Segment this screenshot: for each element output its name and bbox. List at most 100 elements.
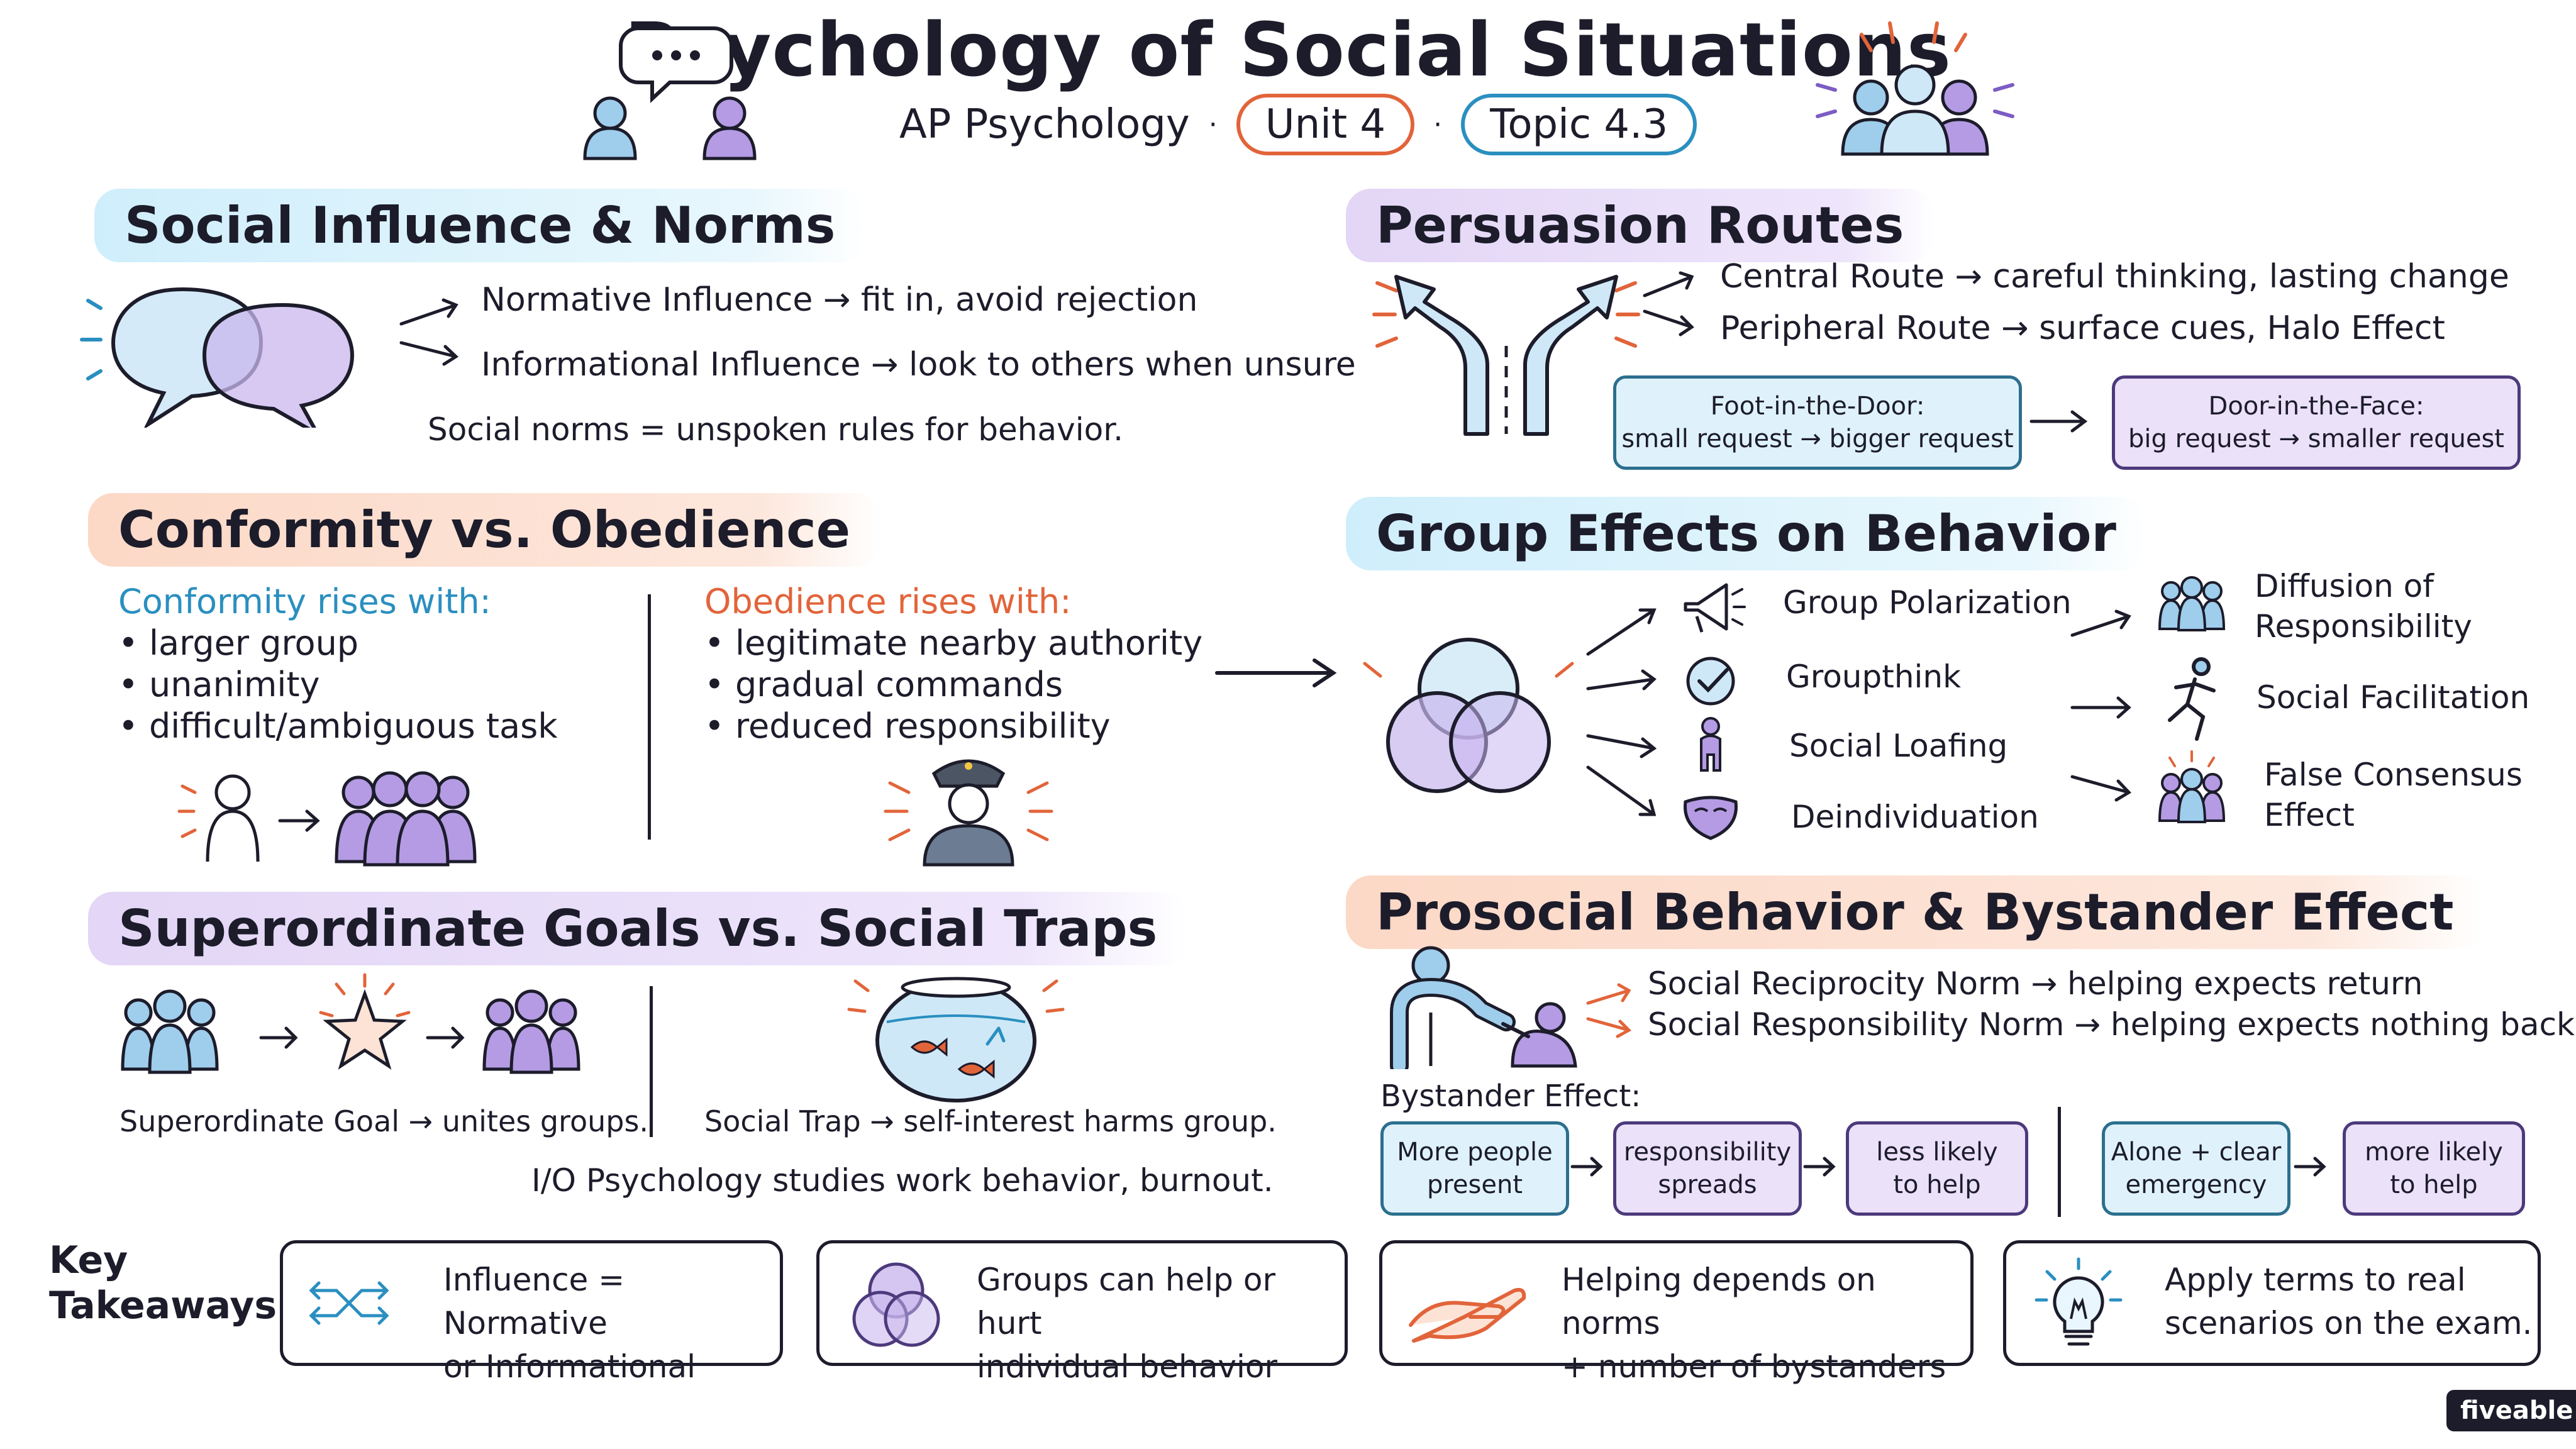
long-arrow-icon: [1215, 658, 1337, 687]
divider: [648, 594, 651, 840]
running-person-icon: [2168, 657, 2216, 741]
obedience-list: legitimate nearby authority gradual comm…: [704, 623, 1202, 747]
central-route-row: Central Route → careful thinking, lastin…: [1720, 258, 2509, 296]
arrow: →: [870, 346, 899, 384]
chain-box-responsibility: responsibility spreads: [1613, 1121, 1802, 1216]
arrow-icon: [2029, 410, 2088, 433]
venn-icon: [852, 1262, 940, 1347]
term-label: Informational Influence: [481, 346, 861, 384]
takeaway-text: Influence = Normative or Informational: [443, 1258, 780, 1389]
checkmark-icon: [1686, 657, 1735, 706]
prosocial-heading: Prosocial Behavior & Bystander Effect: [1346, 875, 2484, 949]
page-title: Psychology of Social Situations: [624, 6, 1952, 93]
arrow: →: [2031, 965, 2058, 1002]
group-people-icon: [1816, 21, 2014, 156]
crossing-arrows-icon: [309, 1281, 389, 1325]
takeaway-card: Apply terms to real scenarios on the exa…: [2003, 1240, 2541, 1366]
divider: [2058, 1107, 2061, 1217]
text-line: Helping depends on norms: [1562, 1262, 1876, 1341]
foot-in-the-door-box: Foot-in-the-Door: small request → bigger…: [1613, 375, 2022, 470]
label-line: Takeaways:: [49, 1284, 292, 1328]
separator-dot: ·: [1208, 108, 1218, 141]
normative-influence-row: Normative Influence → fit in, avoid reje…: [481, 281, 1197, 319]
label-line: Diffusion of: [2255, 568, 2434, 604]
box-line: to help: [1893, 1170, 1981, 1199]
definition-label: helping expects return: [2067, 965, 2423, 1002]
door-in-the-face-box: Door-in-the-Face: big request → smaller …: [2112, 375, 2521, 470]
label-line: Effect: [2264, 797, 2355, 833]
takeaway-card: Groups can help or hurt individual behav…: [816, 1240, 1348, 1385]
definition-label: look to others when unsure: [909, 346, 1356, 384]
groupthink-label: Groupthink: [1786, 658, 1962, 695]
deindividuation-label: Deindividuation: [1791, 799, 2039, 835]
arrow: →: [2001, 309, 2029, 347]
box-line: present: [1426, 1170, 1523, 1199]
box-line: more likely: [2365, 1138, 2503, 1167]
label-line: False Consensus: [2264, 757, 2523, 793]
label-line: Responsibility: [2255, 608, 2472, 645]
persuasion-heading: Persuasion Routes: [1346, 189, 1935, 262]
branch-arrows-icon: [1586, 983, 1632, 1038]
group-effects-heading: Group Effects on Behavior: [1346, 497, 2146, 570]
arrow: →: [823, 281, 851, 319]
definition-label: helping expects nothing back.: [2111, 1006, 2576, 1043]
takeaway-text: Helping depends on norms + number of bys…: [1562, 1258, 1970, 1389]
superordinate-goal-caption: Superordinate Goal → unites groups.: [119, 1104, 649, 1138]
list-item: gradual commands: [704, 664, 1202, 706]
groups-unite-icon: [121, 973, 580, 1074]
diffusion-of-responsibility-label: Diffusion of Responsibility: [2255, 566, 2472, 647]
branch-arrows-icon: [1643, 271, 1694, 336]
right-effects-icons: [2158, 576, 2226, 823]
takeaway-text: Groups can help or hurt individual behav…: [977, 1258, 1345, 1389]
obedience-title: Obedience rises with:: [704, 582, 1072, 621]
conformity-heading: Conformity vs. Obedience: [88, 493, 880, 567]
social-loafing-label: Social Loafing: [1789, 728, 2008, 764]
informational-influence-row: Informational Influence → look to others…: [481, 346, 1356, 384]
individual-to-group-icon: [177, 771, 477, 867]
list-item: reduced responsibility: [704, 706, 1202, 747]
social-influence-heading: Social Influence & Norms: [94, 189, 866, 262]
helping-hand-icon: [1390, 946, 1577, 1069]
box-line: to help: [2390, 1170, 2478, 1199]
brand-logo: fiveable: [2446, 1390, 2576, 1431]
box-title: Door-in-the-Face:: [2208, 392, 2424, 421]
text-line: or Informational: [443, 1348, 696, 1385]
takeaway-text: Apply terms to real scenarios on the exa…: [2165, 1258, 2532, 1345]
lightbulb-icon: [2035, 1257, 2123, 1346]
bystander-effect-label: Bystander Effect:: [1380, 1079, 1641, 1114]
box-line: More people: [1397, 1138, 1553, 1167]
box-title: Foot-in-the-Door:: [1710, 392, 1925, 421]
box-desc: small request → bigger request: [1621, 425, 2014, 453]
group-icon: [2158, 576, 2226, 631]
subtitle-row: AP Psychology · Unit 4 · Topic 4.3: [899, 93, 1697, 156]
arrow-icon: [1803, 1157, 1836, 1177]
definition-label: fit in, avoid rejection: [861, 281, 1198, 319]
text-line: + number of bystanders: [1562, 1348, 1946, 1385]
box-line: Alone + clear: [2111, 1138, 2282, 1167]
fork-road-icon: [1372, 275, 1640, 436]
term-label: Social Responsibility Norm: [1648, 1006, 2065, 1043]
superordinate-heading: Superordinate Goals vs. Social Traps: [88, 892, 1188, 965]
list-item: unanimity: [118, 664, 558, 706]
responsibility-norm-row: Social Responsibility Norm → helping exp…: [1648, 1006, 2576, 1043]
fan-arrows-icon: [1586, 608, 1657, 816]
list-item: difficult/ambiguous task: [118, 706, 557, 747]
text-line: Apply terms to real: [2165, 1262, 2466, 1298]
takeaway-card: Influence = Normative or Informational: [280, 1240, 783, 1385]
term-label: Peripheral Route: [1720, 309, 1991, 347]
io-psychology-note: I/O Psychology studies work behavior, bu…: [531, 1162, 1274, 1199]
conformity-list: larger group unanimity difficult/ambiguo…: [118, 623, 558, 747]
conformity-title: Conformity rises with:: [118, 582, 491, 621]
social-facilitation-label: Social Facilitation: [2257, 679, 2530, 716]
list-item: larger group: [118, 623, 558, 664]
arrow-icon: [1570, 1157, 1603, 1177]
mask-icon: [1684, 796, 1738, 840]
police-officer-icon: [884, 759, 1053, 867]
box-desc: big request → smaller request: [2128, 425, 2504, 453]
box-line: emergency: [2125, 1170, 2267, 1199]
arrow: →: [1955, 258, 1982, 296]
definition-label: careful thinking, lasting change: [1992, 258, 2509, 296]
key-takeaways-label: Key Takeaways:: [49, 1238, 292, 1328]
term-label: Social Reciprocity Norm: [1648, 965, 2021, 1002]
crowd-icon: [2158, 750, 2226, 823]
